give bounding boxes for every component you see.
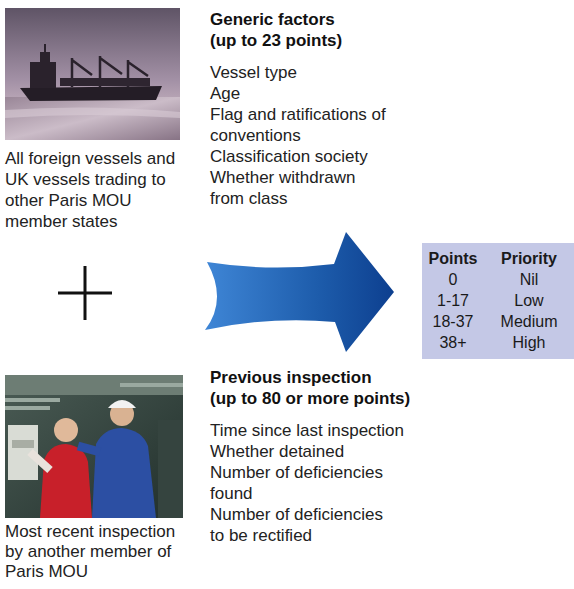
plus-symbol bbox=[58, 266, 112, 320]
photo-caption: Most recent inspection by another member… bbox=[5, 522, 187, 582]
points-value: 0 bbox=[422, 269, 484, 290]
person-red bbox=[40, 444, 92, 518]
factor-item: Time since last inspection bbox=[210, 420, 425, 441]
points-note: (up to 80 or more points) bbox=[210, 388, 425, 409]
table-grid: PointsPriority0Nil1-17Low18-37Medium38+H… bbox=[422, 248, 574, 353]
ship-mast bbox=[44, 44, 46, 52]
priority-level: Nil bbox=[484, 269, 574, 290]
priority-level: Medium bbox=[484, 311, 574, 332]
helmet bbox=[108, 400, 136, 408]
factor-item: Number of deficiencies found bbox=[210, 462, 410, 504]
factor-item: Number of deficiencies to be rectified bbox=[210, 504, 395, 546]
ship-bridge bbox=[30, 52, 56, 88]
person-head bbox=[54, 418, 78, 442]
person-blue bbox=[92, 428, 156, 518]
photo-gauge bbox=[12, 440, 34, 448]
factor-item: Flag and ratifications of conventions bbox=[210, 104, 425, 146]
photo-background bbox=[5, 375, 183, 518]
section-heading: Generic factors bbox=[210, 9, 425, 30]
factor-item: Age bbox=[210, 83, 425, 104]
points-note: (up to 23 points) bbox=[210, 30, 425, 51]
priority-table: PointsPriority0Nil1-17Low18-37Medium38+H… bbox=[422, 243, 574, 359]
engine-room-photo bbox=[5, 375, 183, 518]
ship-deck bbox=[60, 78, 150, 86]
points-value: 18-37 bbox=[422, 311, 484, 332]
points-value: 1-17 bbox=[422, 290, 484, 311]
priority-level: Low bbox=[484, 290, 574, 311]
ship-photo bbox=[5, 8, 180, 140]
person-arm bbox=[78, 446, 100, 452]
factor-item: Whether detained bbox=[210, 441, 425, 462]
flow-arrow bbox=[205, 232, 394, 352]
photo-caption: All foreign vessels and UK vessels tradi… bbox=[5, 148, 187, 232]
photo-sea bbox=[5, 97, 180, 140]
table-header: Priority bbox=[484, 248, 574, 269]
photo-sky bbox=[5, 8, 180, 140]
table-header: Points bbox=[422, 248, 484, 269]
factor-item: Whether withdrawn from class bbox=[210, 167, 380, 209]
points-value: 38+ bbox=[422, 332, 484, 353]
factor-item: Vessel type bbox=[210, 62, 425, 83]
photo-pipework bbox=[5, 385, 183, 408]
section-heading: Previous inspection bbox=[210, 367, 425, 388]
priority-level: High bbox=[484, 332, 574, 353]
person-arm bbox=[30, 452, 50, 470]
photo-panel bbox=[158, 420, 183, 518]
factor-item: Classification society bbox=[210, 146, 425, 167]
sea-sheen bbox=[5, 107, 180, 118]
ship-hull bbox=[20, 86, 162, 101]
